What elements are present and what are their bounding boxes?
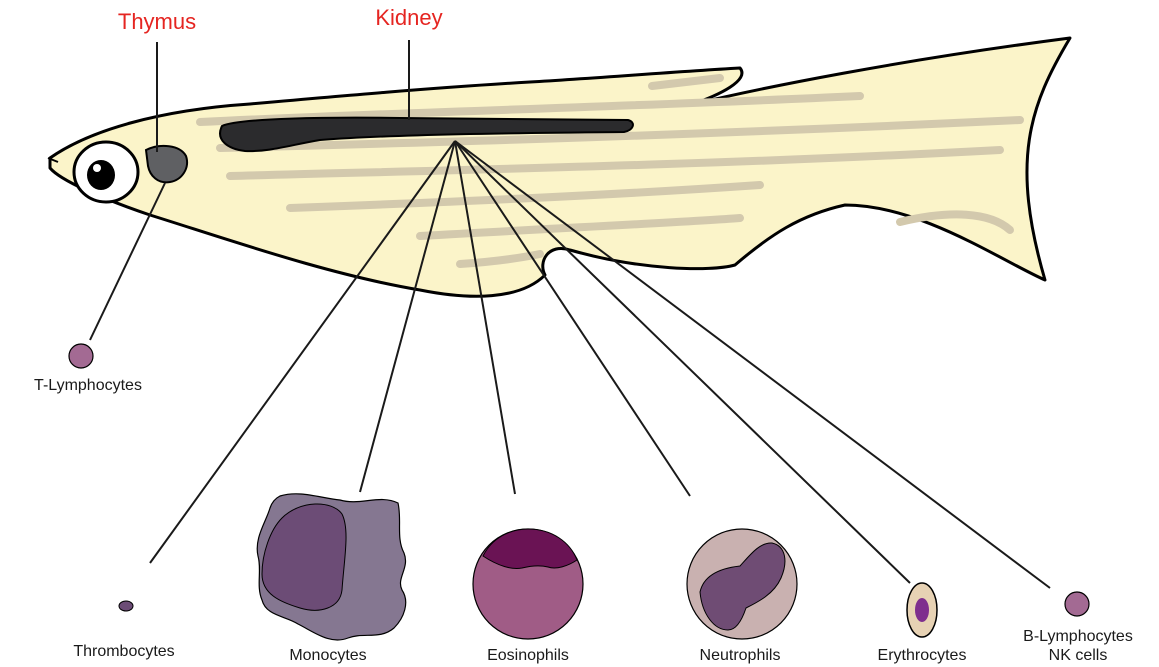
- nk-cells-label: NK cells: [1049, 647, 1108, 664]
- t-lymphocytes-label: T-Lymphocytes: [34, 377, 142, 394]
- b-lymphocyte-cell: [1065, 592, 1089, 616]
- t-lymphocyte-cell: [69, 344, 93, 368]
- thymus-organ: [146, 146, 187, 182]
- pupil-highlight: [93, 164, 101, 172]
- eosinophils-label: Eosinophils: [487, 647, 569, 664]
- monocytes-label: Monocytes: [289, 647, 366, 664]
- fish-pupil: [87, 160, 115, 190]
- thrombocytes-label: Thrombocytes: [73, 643, 174, 660]
- thymus-label: Thymus: [118, 9, 196, 34]
- erythrocyte-nucleus: [915, 598, 929, 622]
- b-lymphocytes-label: B-Lymphocytes: [1023, 628, 1133, 645]
- eosinophil-granules: [483, 529, 577, 569]
- thrombocyte-cell: [119, 601, 133, 611]
- neutrophils-label: Neutrophils: [700, 647, 781, 664]
- erythrocytes-label: Erythrocytes: [878, 647, 967, 664]
- kidney-label: Kidney: [375, 5, 442, 30]
